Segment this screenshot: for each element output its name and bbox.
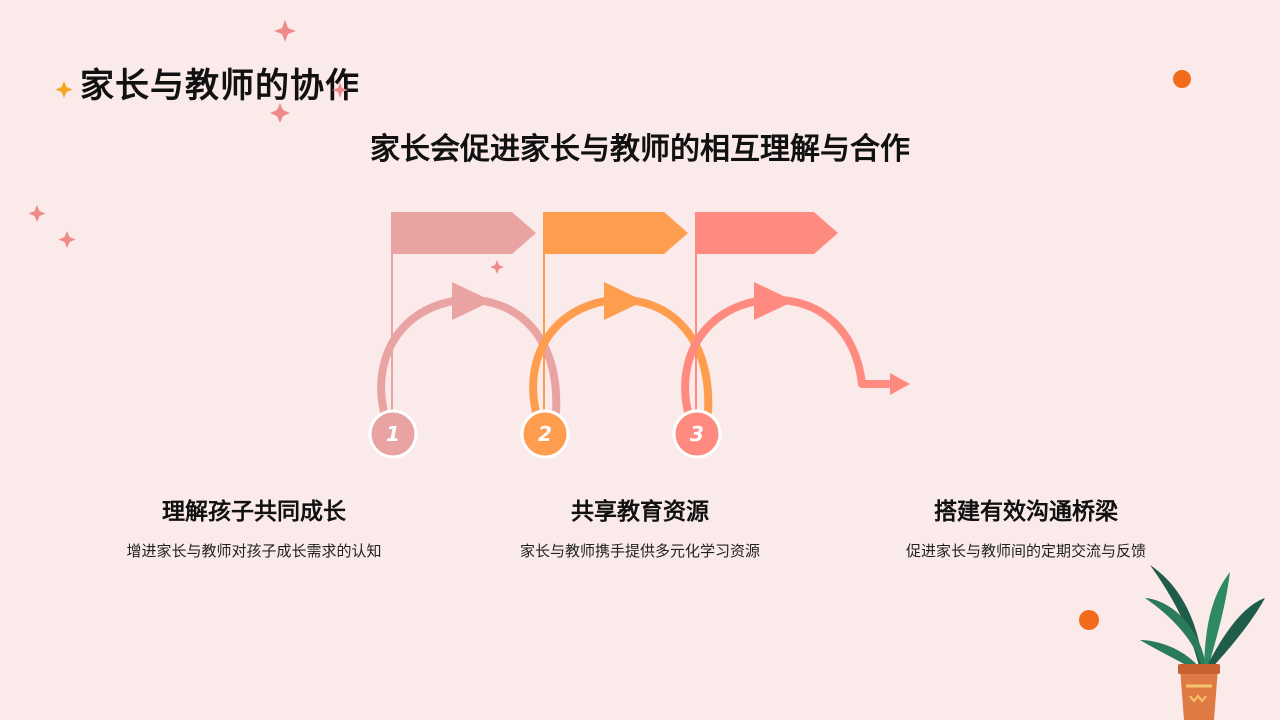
sparkle-icon [490,260,504,274]
step-3-text: 搭建有效沟通桥梁 促进家长与教师间的定期交流与反馈 [846,492,1206,561]
end-arrow-icon [890,373,910,395]
step-description: 增进家长与教师对孩子成长需求的认知 [126,542,382,560]
page-subtitle: 家长会促进家长与教师的相互理解与合作 [370,132,910,167]
sparkle-icon [58,231,76,248]
step-badge-1: 1 [368,409,418,459]
step-title: 共享教育资源 [571,499,709,525]
decor-dot [1173,70,1191,88]
step-1-text: 理解孩子共同成长 增进家长与教师对孩子成长需求的认知 [74,492,434,561]
sparkle-icon [270,103,290,123]
step-number: 2 [538,422,552,446]
sparkle-icon [274,20,296,42]
sparkle-icon [332,82,348,98]
arrow-head-1 [452,282,492,320]
step-2-text: 共享教育资源 家长与教师携手提供多元化学习资源 [460,492,820,561]
step-badge-2: 2 [520,409,570,459]
potted-plant-icon [1140,565,1265,720]
arrow-head-2 [604,282,644,320]
flag-2 [545,212,688,254]
step-1-graphic [377,212,561,418]
step-2-graphic [529,212,713,418]
step-number: 3 [690,422,704,446]
step-description: 家长与教师携手提供多元化学习资源 [519,542,760,560]
flag-3 [697,212,838,254]
step-badge-3: 3 [672,409,722,459]
flag-1 [393,212,536,254]
decor-dot [1079,610,1099,630]
step-number: 1 [386,422,400,446]
step-description: 促进家长与教师间的定期交流与反馈 [905,542,1146,560]
page-title: 家长与教师的协作 [80,66,360,106]
step-title: 理解孩子共同成长 [162,499,346,525]
sparkle-icon [55,81,73,98]
step-title: 搭建有效沟通桥梁 [934,499,1118,525]
arc-3 [681,295,892,416]
sparkle-icon [28,205,46,222]
step-3-graphic [681,212,910,418]
arrow-head-3 [754,282,794,320]
sparkle-icons [28,20,504,274]
